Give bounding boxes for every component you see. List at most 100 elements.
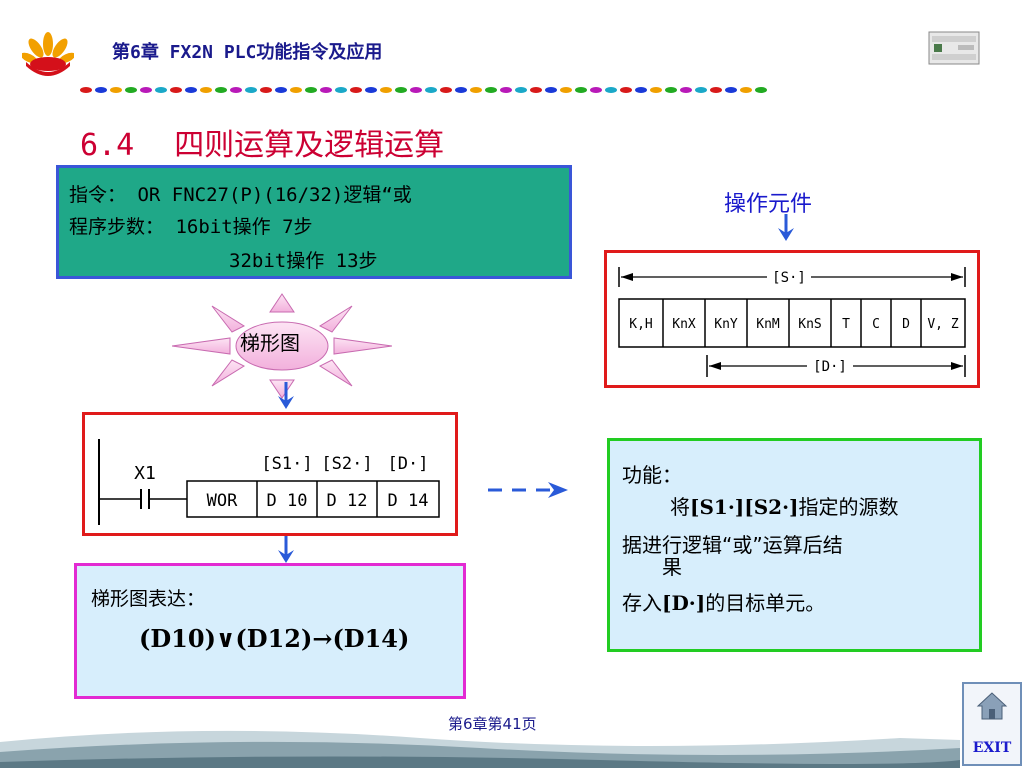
decorative-dot	[320, 87, 332, 93]
function-line-3: 果	[662, 555, 682, 579]
decorative-dot	[710, 87, 722, 93]
instruction-box: 指令： OR FNC27(P)(16/32)逻辑“或 程序步数： 16bit操作…	[56, 165, 572, 279]
decorative-dot	[275, 87, 287, 93]
down-arrow-icon	[278, 536, 294, 563]
decorative-dot	[725, 87, 737, 93]
decorative-dot	[755, 87, 767, 93]
expression-formula: (D10)∨(D12)→(D14)	[139, 624, 410, 653]
dashed-arrow-icon	[488, 482, 568, 498]
decorative-dot	[380, 87, 392, 93]
exit-label[interactable]: EXIT	[972, 740, 1012, 756]
down-arrow-icon	[778, 214, 794, 241]
decorative-dot	[740, 87, 752, 93]
operand-cell: KnM	[756, 317, 780, 332]
decorative-dot	[560, 87, 572, 93]
decorative-dot	[425, 87, 437, 93]
decorative-dot	[635, 87, 647, 93]
decorative-dot	[230, 87, 242, 93]
decorative-dot	[125, 87, 137, 93]
operand-d-label: [D·]	[813, 359, 847, 375]
decorative-dot	[515, 87, 527, 93]
program-steps-32bit-line: 32bit操作 13步	[229, 250, 378, 272]
decorative-dot	[290, 87, 302, 93]
operand-table: [S·] K,H KnX KnY KnM KnS T C D V, Z [D·]	[618, 267, 966, 377]
decorative-dot	[365, 87, 377, 93]
decorative-dot	[605, 87, 617, 93]
function-text: 的目标单元。	[705, 591, 826, 615]
program-steps-line: 程序步数： 16bit操作 7步	[69, 216, 313, 238]
decorative-dot	[695, 87, 707, 93]
decorative-dot	[335, 87, 347, 93]
operand-cell: KnY	[714, 317, 738, 332]
ladder-diagram-label: 梯形图	[240, 331, 300, 355]
operand-cell: C	[872, 317, 880, 332]
decorative-dot	[110, 87, 122, 93]
decorative-dot	[620, 87, 632, 93]
decorative-dot	[680, 87, 692, 93]
decorative-dot	[260, 87, 272, 93]
operand-table-frame: [S·] K,H KnX KnY KnM KnS T C D V, Z [D·]	[604, 250, 980, 388]
decorative-dot	[575, 87, 587, 93]
ladder-diagram-burst	[172, 293, 392, 399]
operand-d-value: D 14	[388, 491, 429, 511]
decorative-dot	[500, 87, 512, 93]
home-icon[interactable]	[976, 690, 1008, 722]
home-exit-button[interactable]: EXIT	[962, 682, 1022, 766]
ladder-expression-box: 梯形图表达： (D10)∨(D12)→(D14)	[74, 563, 466, 699]
decorative-dot	[590, 87, 602, 93]
decorative-dot	[440, 87, 452, 93]
decorative-dot	[305, 87, 317, 93]
decorative-dot	[530, 87, 542, 93]
decorative-dot	[95, 87, 107, 93]
function-line-1: 将[S1·][S2·]指定的源数	[670, 491, 899, 520]
page-number: 第6章第41页	[448, 715, 537, 733]
expression-heading: 梯形图表达：	[91, 588, 206, 610]
plc-device-icon	[928, 31, 980, 65]
operand-s1-value: D 10	[267, 491, 308, 511]
operand-cell: KnS	[798, 317, 821, 332]
decorative-dot	[155, 87, 167, 93]
decorative-dot	[485, 87, 497, 93]
operand-s2-header: [S2·]	[321, 454, 372, 474]
function-line-2: 据进行逻辑“或”运算后结	[622, 533, 843, 557]
function-text: 指定的源数	[798, 495, 899, 519]
decorative-dotted-line	[80, 87, 767, 93]
operand-s2-value: D 12	[327, 491, 368, 511]
function-text: 存入	[622, 591, 662, 615]
decorative-dot	[455, 87, 467, 93]
decorative-dot	[410, 87, 422, 93]
section-number: 6.4	[80, 128, 135, 163]
ladder-diagram: X1 WOR D 10 D 12 D 14 [S1·] [S2·] [D·]	[98, 439, 440, 525]
operand-d-header: [D·]	[388, 454, 429, 474]
operand-cell: T	[842, 317, 850, 332]
instruction-line: 指令： OR FNC27(P)(16/32)逻辑“或	[69, 184, 412, 206]
contact-x1-label: X1	[134, 463, 156, 484]
down-arrow-icon	[278, 382, 294, 409]
chapter-title: 第6章 FX2N PLC功能指令及应用	[112, 42, 383, 63]
decorative-dot	[170, 87, 182, 93]
decorative-dot	[200, 87, 212, 93]
function-operand: [S1·][S2·]	[690, 495, 799, 519]
ladder-diagram-frame: X1 WOR D 10 D 12 D 14 [S1·] [S2·] [D·]	[82, 412, 458, 536]
decorative-dot	[80, 87, 92, 93]
decorative-dot	[545, 87, 557, 93]
decorative-dot	[650, 87, 662, 93]
operand-cell: KnX	[672, 317, 696, 332]
decorative-dot	[350, 87, 362, 93]
function-line-4: 存入[D·]的目标单元。	[622, 587, 825, 616]
section-heading: 四则运算及逻辑运算	[174, 128, 445, 163]
function-heading: 功能：	[622, 463, 682, 487]
decorative-dot	[185, 87, 197, 93]
operand-cell: D	[902, 317, 910, 332]
operand-s1-header: [S1·]	[261, 454, 312, 474]
decorative-dot	[215, 87, 227, 93]
function-text: 将	[670, 495, 690, 519]
operand-cell: K,H	[629, 317, 652, 332]
operand-cell: V, Z	[927, 317, 958, 332]
operand-label: 操作元件	[724, 192, 813, 217]
footer-wave-decoration	[0, 730, 960, 768]
operand-s-label: [S·]	[772, 270, 806, 286]
decorative-dot	[395, 87, 407, 93]
function-operand: [D·]	[662, 591, 706, 615]
decorative-dot	[470, 87, 482, 93]
